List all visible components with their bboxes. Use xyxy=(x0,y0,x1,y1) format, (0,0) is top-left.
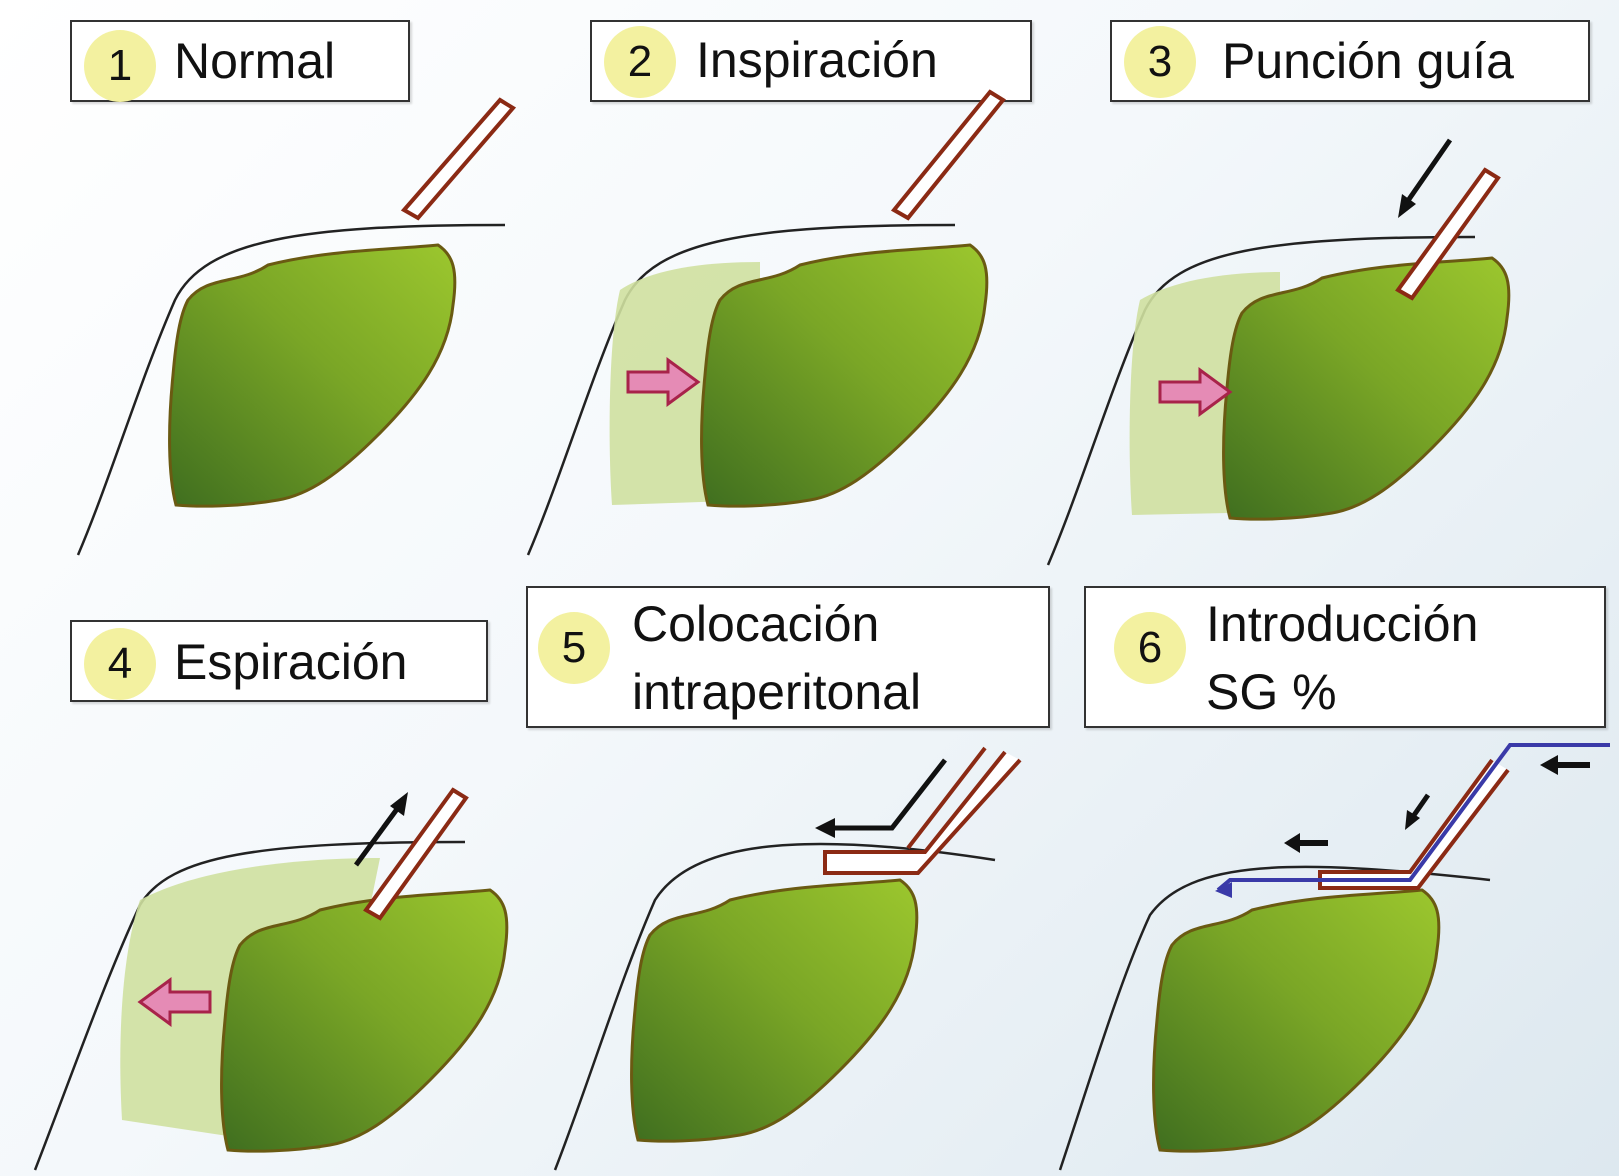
step-1-label: 1 Normal xyxy=(70,20,410,102)
panel-2-inspiration xyxy=(526,89,1006,556)
panel-5-intraperitoneal-placement xyxy=(553,746,1022,1171)
step-1-title: Normal xyxy=(174,27,335,95)
abdominal-wall-line xyxy=(1058,865,1491,1171)
panel-4-expiration xyxy=(33,787,509,1171)
step-1-number-badge: 1 xyxy=(84,30,156,102)
step-6-title-line-2: SG % xyxy=(1206,664,1337,720)
motion-arrow-right xyxy=(626,357,701,407)
step-4-title: Espiración xyxy=(174,628,407,696)
step-2-title-line-1: Inspiración xyxy=(696,32,938,88)
advance-arrow xyxy=(815,758,947,838)
needle xyxy=(1395,167,1501,301)
needle xyxy=(363,787,469,921)
liver-shape xyxy=(168,243,457,508)
step-5-title-line-2: intraperitonal xyxy=(632,664,922,720)
panel-6-saline-introduction xyxy=(1058,743,1610,1171)
catheter xyxy=(823,750,1022,875)
liver-shape xyxy=(220,888,509,1153)
step-6-label: 6 Introducción SG % xyxy=(1084,586,1606,728)
needle xyxy=(890,89,1006,221)
flow-arrow xyxy=(1540,755,1590,775)
step-5-label: 5 Colocación intraperitonal xyxy=(526,586,1050,728)
step-6-title: Introducción SG % xyxy=(1206,590,1478,726)
flow-arrow xyxy=(1405,793,1431,830)
step-3-number-badge: 3 xyxy=(1124,26,1196,98)
step-3-title: Punción guía xyxy=(1222,27,1514,95)
liver-shape xyxy=(700,243,989,508)
step-6-title-line-1: Introducción xyxy=(1206,596,1479,652)
step-2-title: Inspiración xyxy=(696,26,938,94)
step-4-label: 4 Espiración xyxy=(70,620,488,702)
abdominal-wall-line xyxy=(76,223,506,556)
step-3-label: 3 Punción guía xyxy=(1110,20,1590,102)
guidewire xyxy=(1216,743,1610,892)
liver-shape xyxy=(1152,888,1441,1153)
flow-arrow xyxy=(1284,833,1328,853)
withdraw-arrow xyxy=(353,792,408,867)
step-2-number-badge: 2 xyxy=(604,26,676,98)
abdominal-wall-line xyxy=(553,842,996,1171)
panel-3-guide-puncture xyxy=(1046,138,1511,566)
panel-1-normal xyxy=(76,97,517,556)
step-5-number-badge: 5 xyxy=(538,612,610,684)
guidewire-tip-arrow xyxy=(1215,882,1232,898)
step-1-title-line-1: Normal xyxy=(174,33,336,89)
motion-arrow-left xyxy=(137,977,212,1027)
needle xyxy=(400,97,517,221)
step-5-title-line-1: Colocación xyxy=(632,596,880,652)
step-3-title-line-1: Punción guía xyxy=(1222,33,1514,89)
step-4-title-line-1: Espiración xyxy=(174,634,408,690)
catheter-inner-line xyxy=(906,746,987,850)
liver-shape xyxy=(1222,256,1511,521)
step-2-label: 2 Inspiración xyxy=(590,20,1032,102)
step-6-number-badge: 6 xyxy=(1114,612,1186,684)
step-5-title: Colocación intraperitonal xyxy=(632,590,921,726)
motion-arrow-right xyxy=(1158,367,1233,417)
liver-shape xyxy=(630,878,919,1143)
step-4-number-badge: 4 xyxy=(84,628,156,700)
insertion-arrow xyxy=(1398,138,1453,218)
